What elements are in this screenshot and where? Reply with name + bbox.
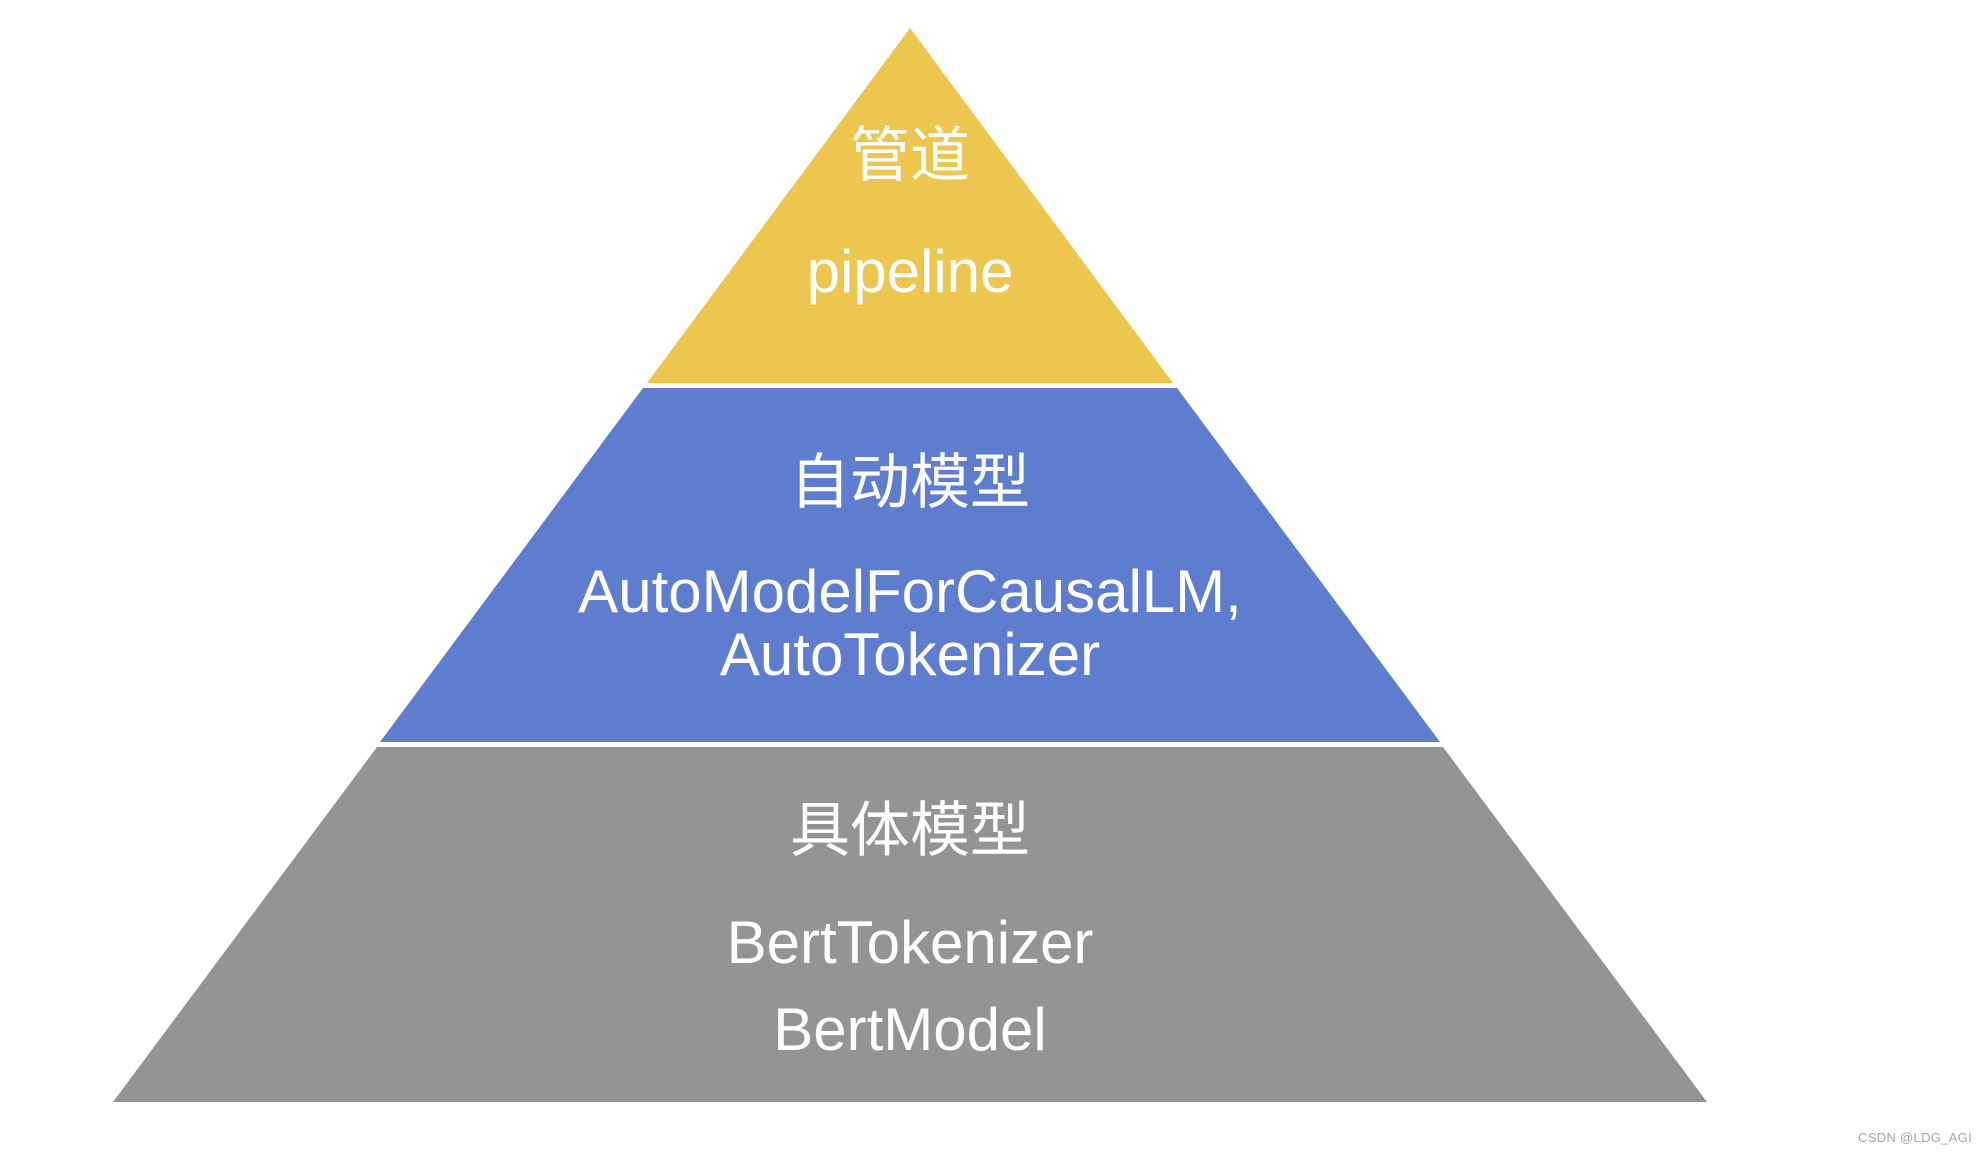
tier-middle-labels: AutoModelForCausalLM, AutoTokenizer — [578, 560, 1242, 686]
pyramid-tier-top-shape — [647, 28, 1173, 383]
pyramid-tier-bottom-shape — [113, 747, 1707, 1102]
tier-bottom-heading: 具体模型 — [790, 797, 1030, 864]
tier-middle-label-2: AutoTokenizer — [719, 621, 1101, 688]
tier-middle-label-1: AutoModelForCausalLM, — [578, 558, 1242, 625]
pyramid-tier-middle-shape — [380, 388, 1440, 742]
tier-top-heading: 管道 — [850, 122, 970, 189]
csdn-watermark: CSDN @LDG_AGI — [1858, 1130, 1972, 1145]
tier-bottom-label-2: BertModel — [773, 996, 1047, 1063]
tier-top-label: pipeline — [806, 238, 1014, 305]
tier-middle-heading: 自动模型 — [790, 449, 1030, 516]
tier-bottom-label-1: BertTokenizer — [726, 909, 1094, 976]
